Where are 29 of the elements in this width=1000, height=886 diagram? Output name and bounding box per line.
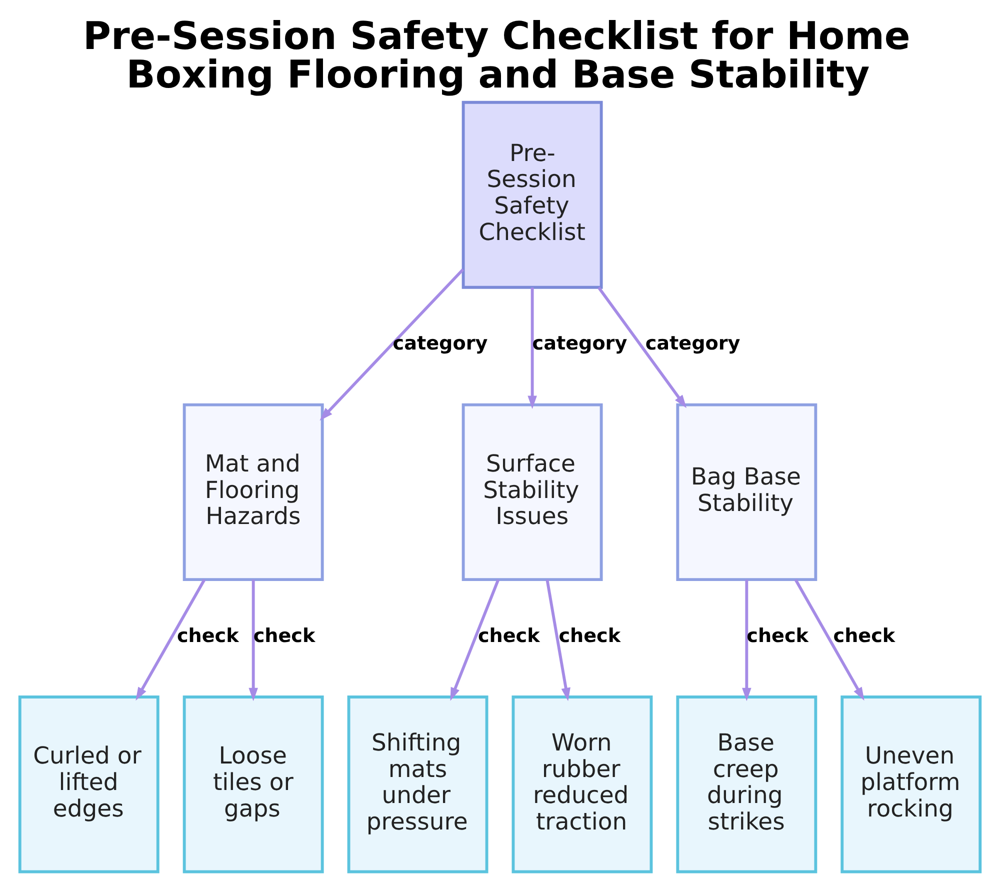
- arrow: [597, 286, 687, 408]
- edge-label: check: [558, 624, 621, 647]
- arrow: [546, 579, 570, 702]
- arrow: [320, 268, 464, 421]
- edge-label: check: [833, 624, 896, 647]
- edge-label: check: [478, 624, 540, 647]
- node-box: Uneven platform rocking: [840, 696, 982, 874]
- node-box: Curled or lifted edges: [18, 696, 160, 874]
- diagram-title: Pre-Session Safety Checklist for Home Boxing Flooring and Base Stability: [83, 15, 910, 98]
- edge-label: check: [746, 624, 808, 647]
- edge-label: check: [253, 624, 316, 647]
- arrow: [136, 578, 206, 701]
- node-box: Worn rubber reduced traction: [512, 696, 653, 874]
- edge-label: category: [532, 332, 628, 355]
- arrow: [794, 578, 864, 701]
- node-box: Mat and Flooring Hazards: [182, 403, 324, 582]
- node-box: Bag Base Stability: [676, 403, 818, 582]
- arrow: [742, 580, 752, 702]
- arrow: [450, 579, 500, 701]
- node-box: Surface Stability Issues: [462, 403, 603, 582]
- node-box: Shifting mats under pressure: [347, 696, 488, 874]
- arrow: [528, 287, 537, 409]
- edge-label: category: [645, 332, 740, 355]
- node-box: Pre-Session Safety Checklist: [462, 100, 603, 289]
- node-box: Base creep during strikes: [676, 696, 818, 874]
- arrow: [248, 580, 258, 702]
- edge-label: check: [176, 624, 239, 647]
- edge-label: category: [392, 332, 488, 355]
- node-box: Loose tiles or gaps: [182, 696, 324, 874]
